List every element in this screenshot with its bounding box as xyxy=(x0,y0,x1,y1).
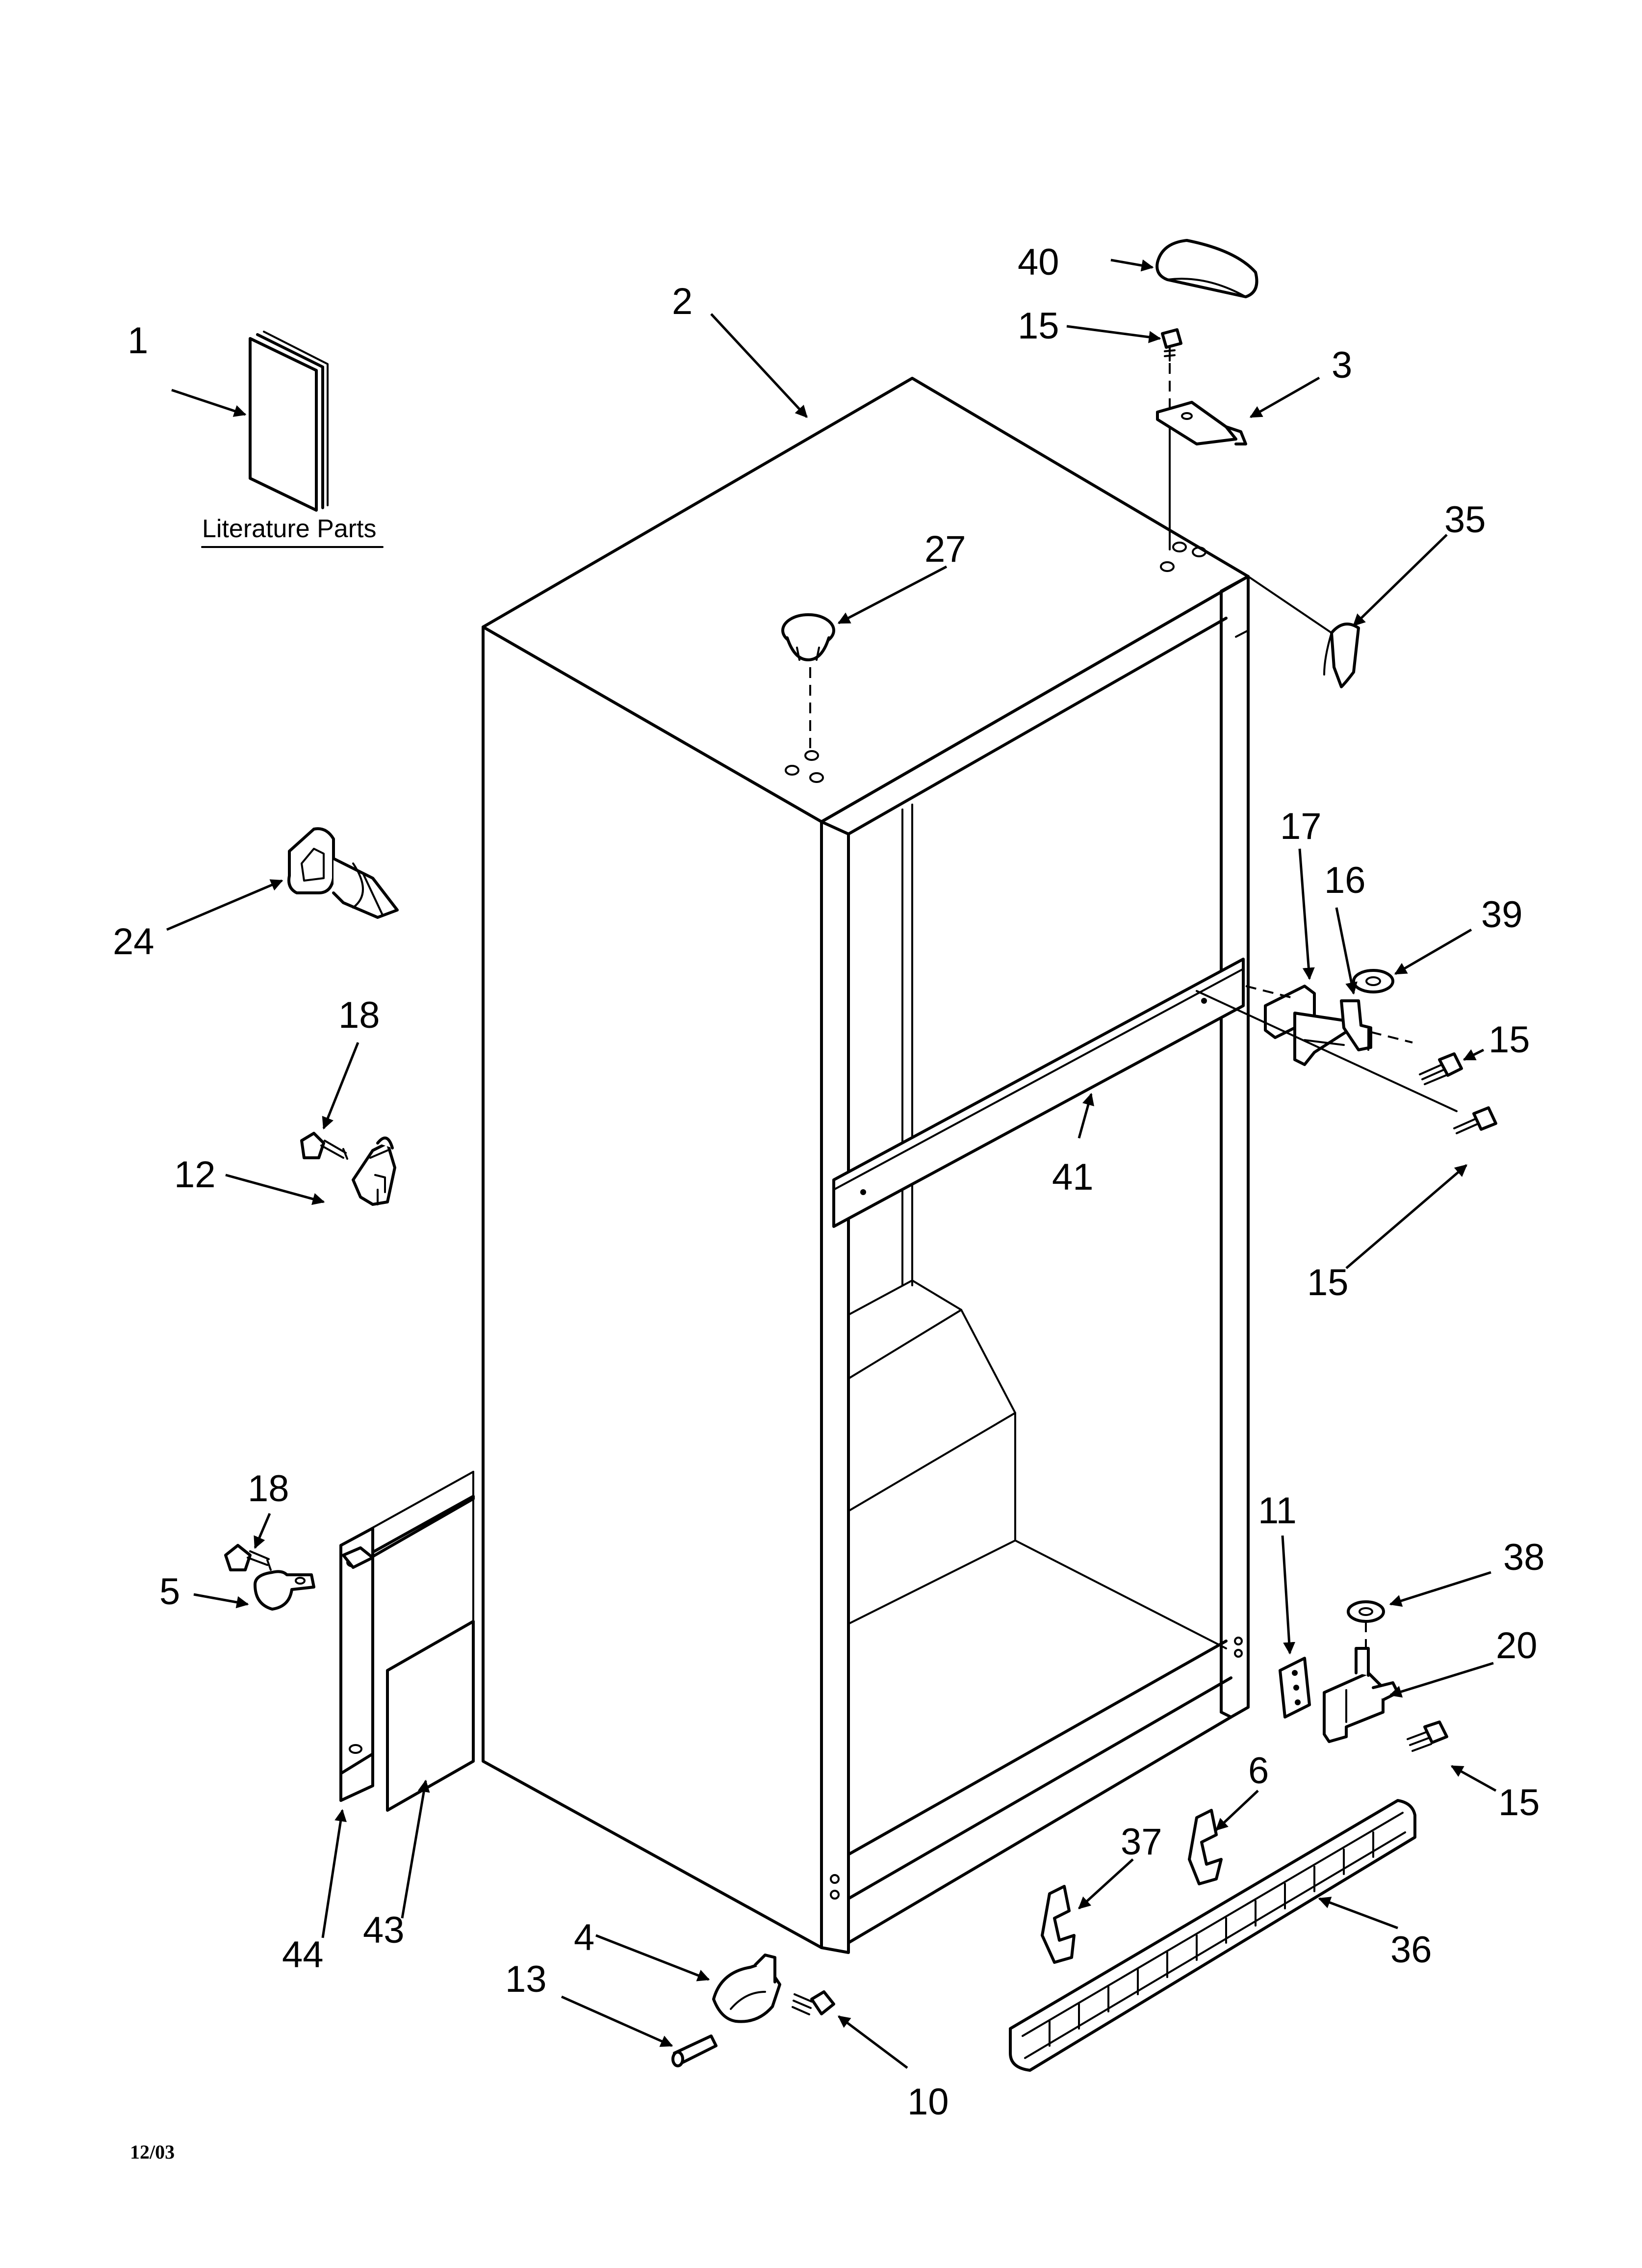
callout-24: 24 xyxy=(113,921,154,963)
callout-12: 12 xyxy=(174,1154,216,1196)
callout-18-upper: 18 xyxy=(338,994,380,1036)
callout-11: 11 xyxy=(1258,1490,1297,1532)
literature-parts-label: Literature Parts xyxy=(202,515,377,543)
leveling-leg-bracket xyxy=(712,1954,781,2023)
hinge-shim xyxy=(1279,1657,1311,1719)
callout-16: 16 xyxy=(1324,860,1366,901)
callout-15-lower: 15 xyxy=(1498,1782,1540,1824)
leveling-pin xyxy=(671,2034,718,2067)
callout-43: 43 xyxy=(363,1909,405,1951)
callout-5: 5 xyxy=(159,1571,180,1613)
toe-grille xyxy=(1009,1799,1416,2072)
center-hinge-pin xyxy=(1340,999,1372,1051)
center-hinge-washer xyxy=(1352,969,1394,993)
callout-27: 27 xyxy=(924,528,966,570)
callout-1: 1 xyxy=(128,320,148,362)
callout-36: 36 xyxy=(1390,1929,1432,1971)
center-hinge-screw-a xyxy=(1419,1052,1463,1085)
leader-lines xyxy=(166,259,1497,2069)
callout-3: 3 xyxy=(1332,344,1352,386)
cable-clamp xyxy=(254,1570,315,1611)
callout-2: 2 xyxy=(672,281,693,322)
callout-38: 38 xyxy=(1503,1537,1545,1578)
callout-17: 17 xyxy=(1280,806,1322,847)
grille-clip-right xyxy=(1188,1809,1223,1885)
center-mullion xyxy=(832,958,1245,1228)
callout-44: 44 xyxy=(282,1934,324,1976)
literature-booklet: Literature Parts xyxy=(201,331,384,548)
callout-39: 39 xyxy=(1481,894,1523,936)
refrigerator-cabinet xyxy=(482,377,1250,1954)
hinge-screw-top xyxy=(1161,328,1182,550)
callout-18-lower: 18 xyxy=(248,1468,289,1510)
callout-labels: 1 2 3 4 5 6 10 11 12 13 15 15 15 15 16 1… xyxy=(113,241,1545,2123)
callout-15-center: 15 xyxy=(1488,1019,1530,1061)
cabinet-top-plug xyxy=(781,613,835,748)
top-hinge-clip xyxy=(1247,575,1360,688)
callout-15-top: 15 xyxy=(1018,305,1059,347)
center-hinge-screw-b xyxy=(1196,990,1497,1134)
door-stop-upper xyxy=(352,1136,396,1206)
callout-37: 37 xyxy=(1121,1821,1162,1863)
callout-13: 13 xyxy=(505,1958,547,2000)
grille-clip-left xyxy=(1041,1885,1076,1964)
door-stop-screw-lower xyxy=(224,1544,272,1571)
callout-10: 10 xyxy=(907,2081,949,2123)
date-code: 12/03 xyxy=(130,2141,175,2163)
callout-41: 41 xyxy=(1052,1156,1094,1198)
top-hinge-cover xyxy=(1155,239,1258,298)
lower-hinge xyxy=(1323,1647,1399,1743)
callout-20: 20 xyxy=(1496,1625,1538,1667)
center-hinge-bracket xyxy=(1245,985,1413,1066)
access-cover xyxy=(339,1471,475,1802)
insulation-pad xyxy=(386,1620,475,1812)
leveling-screw xyxy=(792,1990,835,2015)
door-stop-screw-upper xyxy=(300,1132,348,1160)
top-hinge xyxy=(1156,401,1247,445)
callout-15-mullion: 15 xyxy=(1307,1262,1349,1303)
callout-40: 40 xyxy=(1018,241,1059,283)
callout-4: 4 xyxy=(574,1917,594,1958)
door-stop-pin xyxy=(287,827,399,919)
callout-35: 35 xyxy=(1444,499,1486,541)
callout-6: 6 xyxy=(1248,1750,1269,1792)
lower-hinge-screw xyxy=(1407,1721,1448,1752)
